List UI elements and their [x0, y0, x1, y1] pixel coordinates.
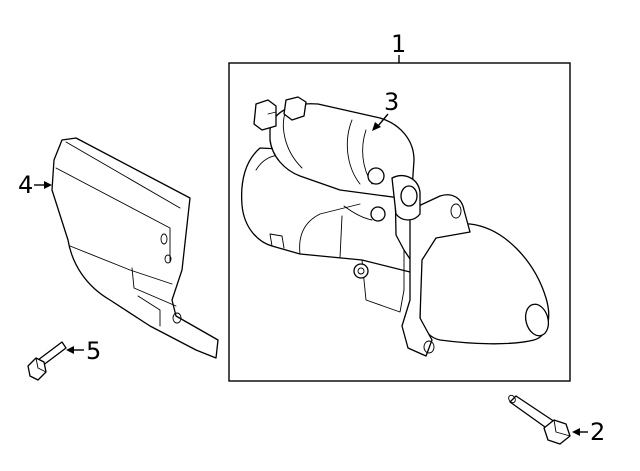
solenoid-terminal-left	[253, 99, 277, 131]
callout-3-arrowhead	[372, 122, 381, 131]
bolt-small-head-edge	[35, 357, 47, 373]
terminal-detail	[267, 111, 277, 115]
callout-2-label: 2	[590, 418, 605, 446]
housing-seam	[339, 215, 343, 259]
callout-2-arrowhead	[572, 428, 580, 436]
callout-3-leader	[377, 113, 389, 127]
callout-3-label: 3	[384, 88, 399, 116]
callout-4-label: 4	[18, 171, 33, 199]
housing-contour-1	[299, 203, 361, 255]
callout-4-group: 4	[18, 171, 52, 199]
callout-3-group: 3	[372, 88, 399, 131]
bolt-large-head-edge	[553, 419, 571, 437]
solenoid-terminal-right	[283, 96, 307, 121]
bolt-large-tip	[508, 394, 516, 404]
heat-shield-hole-upper	[160, 233, 168, 245]
solenoid-stud-lower	[370, 206, 386, 222]
heat-shield-top-fold	[65, 141, 181, 209]
callout-4-arrowhead	[44, 181, 52, 189]
pinion-end	[524, 303, 550, 337]
solenoid-stud-upper	[367, 167, 385, 185]
housing-tab	[269, 233, 285, 249]
bolt-small	[27, 341, 67, 381]
heat-shield-hole-lower	[172, 312, 182, 324]
heat-shield-lower-fold	[69, 245, 173, 285]
heat-shield-bracket	[131, 267, 177, 307]
mounting-flange	[401, 194, 471, 357]
flange-bolt-hole-upper	[450, 203, 462, 219]
callout-5-label: 5	[86, 337, 101, 365]
terminal-stud	[353, 263, 369, 279]
callout-1-label: 1	[391, 30, 406, 58]
callout-2-group: 2	[572, 418, 605, 446]
solenoid-lower-seam	[343, 205, 373, 221]
heat-shield	[51, 137, 219, 359]
flange-bolt-hole-lower	[423, 340, 435, 354]
heat-shield-hole-mid	[164, 254, 172, 264]
assembly-frame	[228, 62, 571, 382]
heat-shield-tab	[137, 295, 161, 327]
solenoid-front-nut	[400, 185, 418, 207]
callout-5-arrowhead	[66, 346, 74, 354]
heat-shield-body	[51, 137, 219, 359]
bolt-large	[508, 394, 571, 445]
heat-shield-mid-fold	[55, 167, 171, 263]
solenoid-ring-mid	[346, 119, 361, 185]
terminal-stud-inner	[357, 267, 365, 275]
callout-1-group: 1	[228, 30, 571, 382]
callout-5-group: 5	[66, 337, 101, 365]
housing-lower-edge	[361, 259, 405, 313]
